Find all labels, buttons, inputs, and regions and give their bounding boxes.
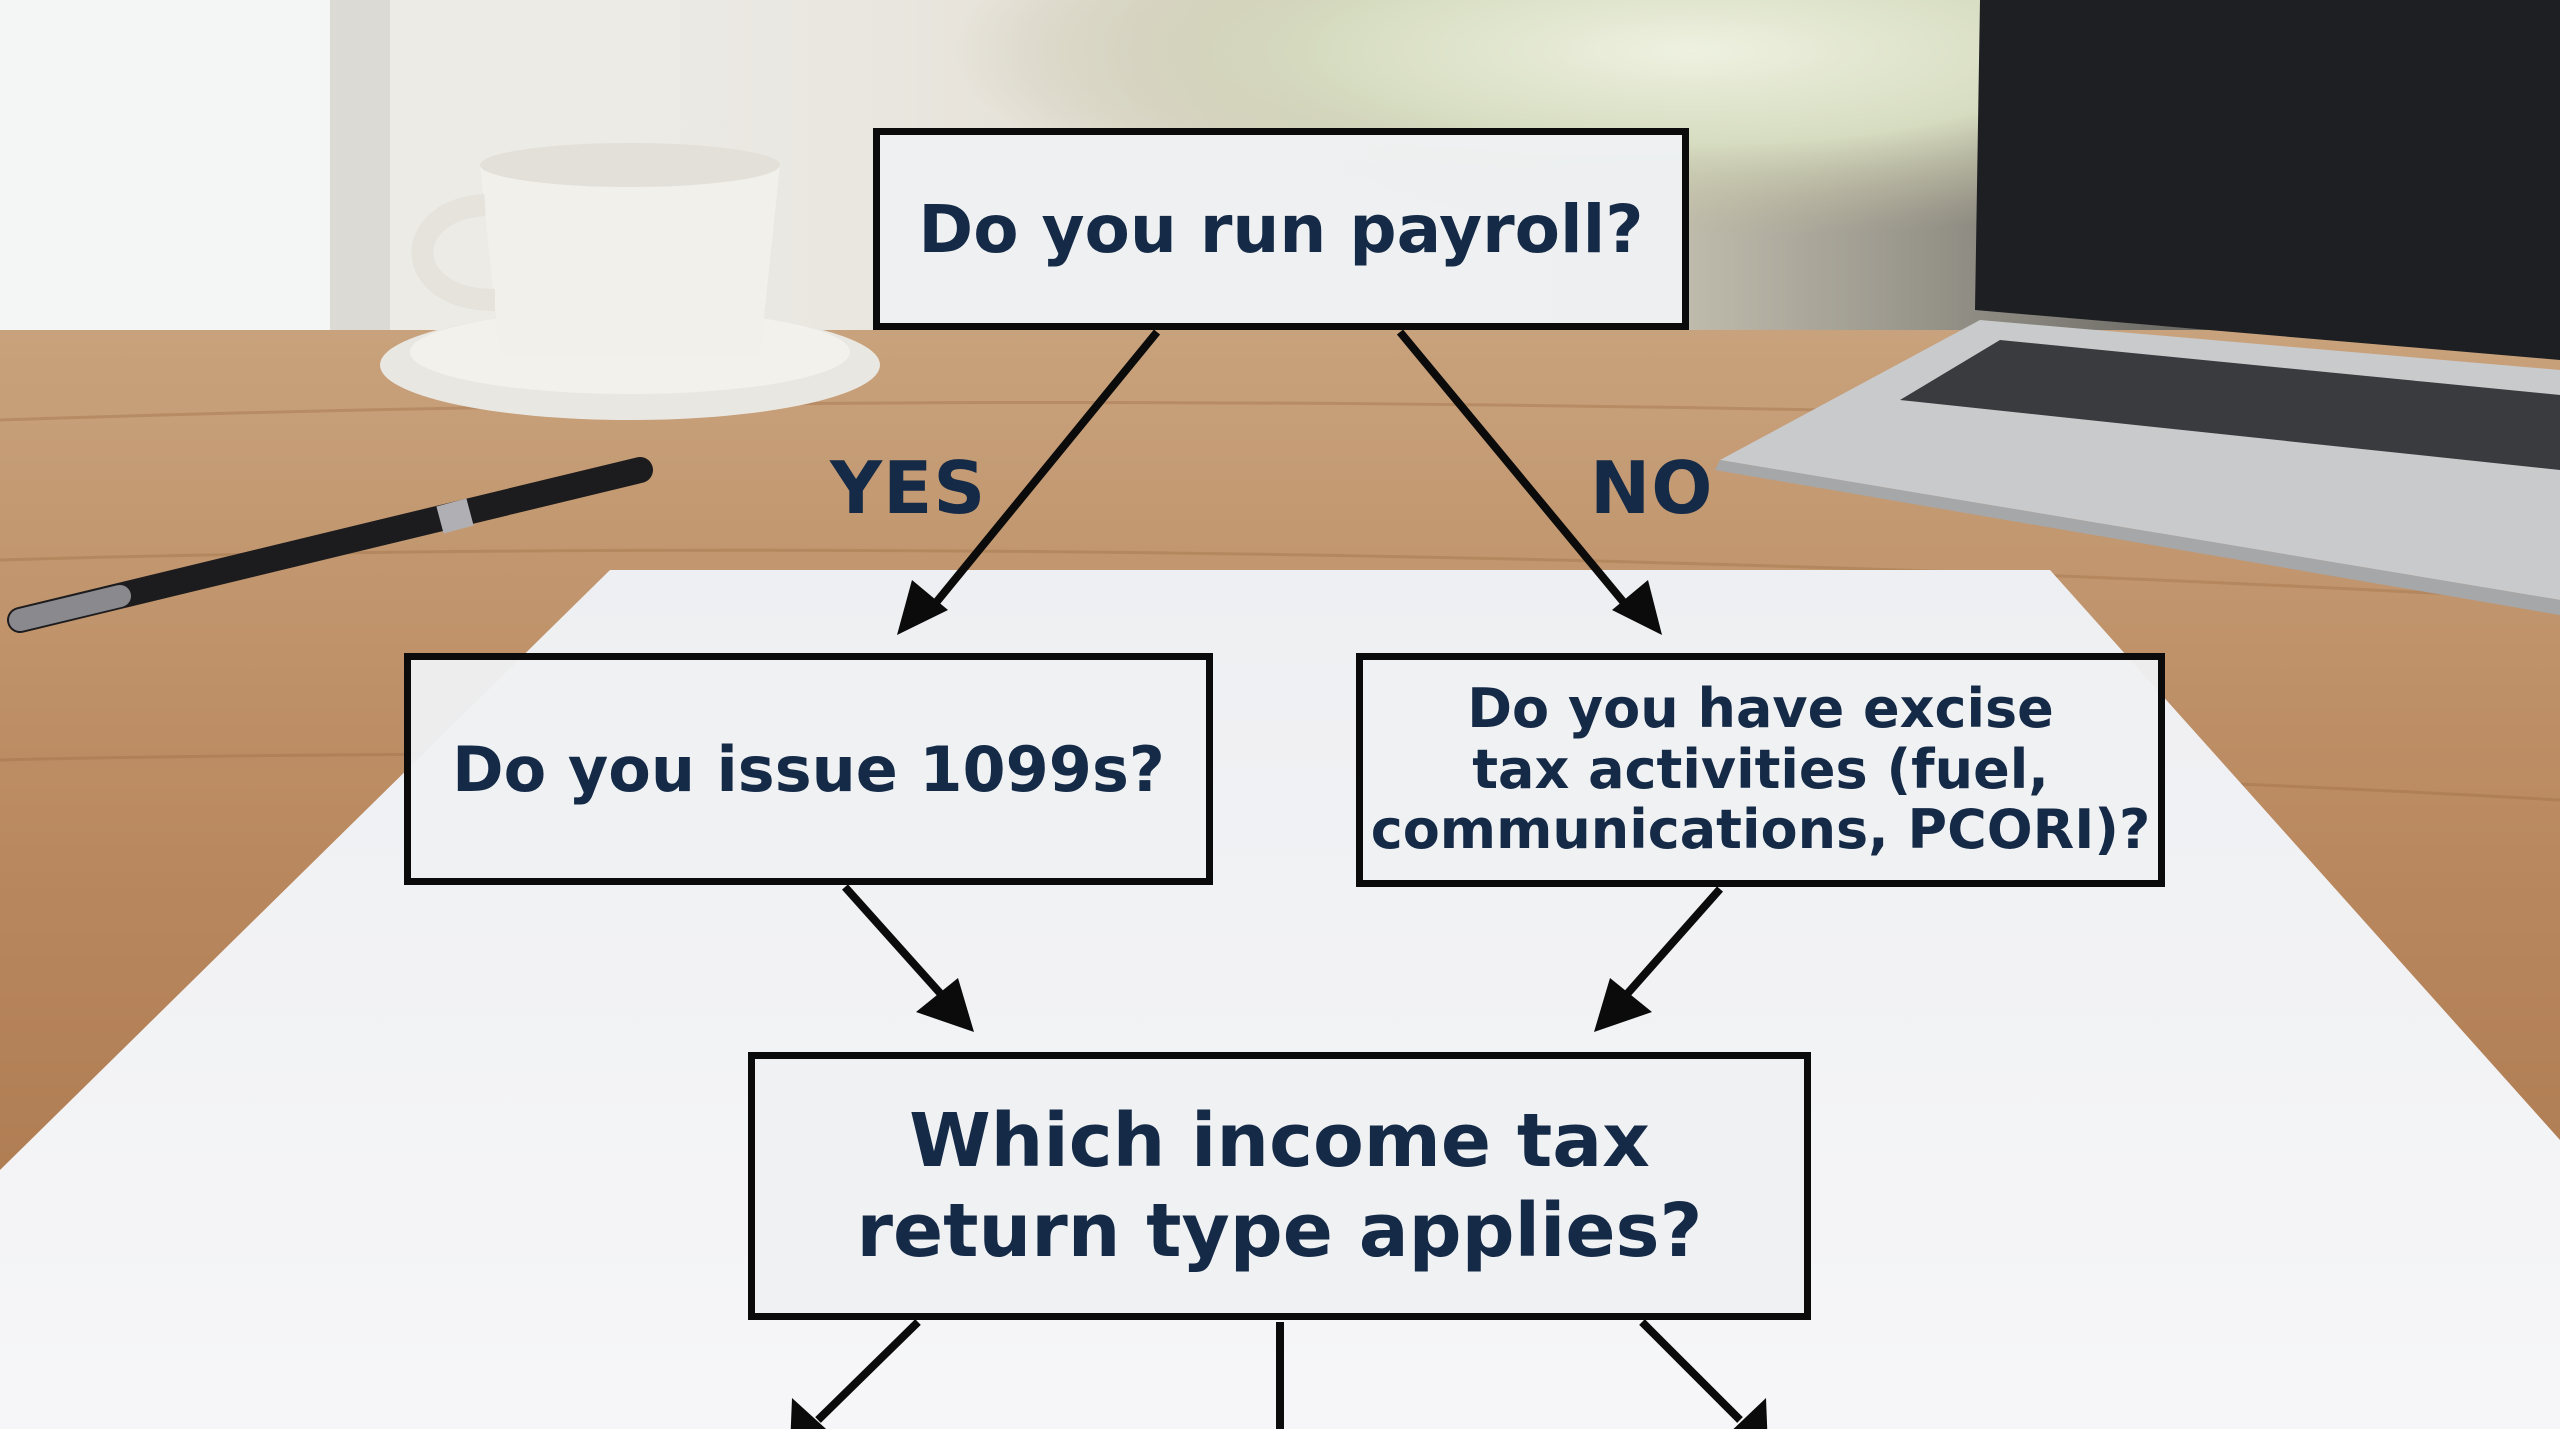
node-text: Do you run payroll? [918, 190, 1644, 268]
edge-label-yes: YES [830, 446, 987, 530]
flowchart-node-excise-tax: Do you have excise tax activities (fuel,… [1356, 653, 2165, 887]
flowchart-node-run-payroll: Do you run payroll? [873, 128, 1689, 330]
edge-label-no: NO [1590, 446, 1714, 530]
flowchart-node-issue-1099s: Do you issue 1099s? [404, 653, 1213, 885]
node-text: Which income tax return type applies? [856, 1097, 1703, 1274]
flowchart-node-income-tax-return: Which income tax return type applies? [748, 1052, 1811, 1320]
node-text: Do you issue 1099s? [452, 732, 1165, 806]
node-text: Do you have excise tax activities (fuel,… [1370, 677, 2151, 862]
